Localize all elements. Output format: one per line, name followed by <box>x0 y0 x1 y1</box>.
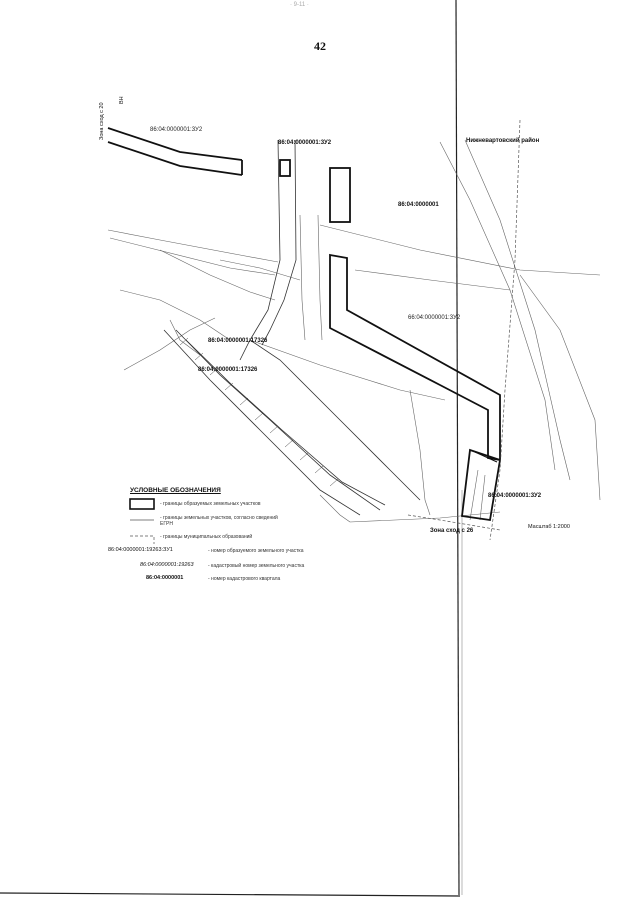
formed-parcels <box>107 127 502 522</box>
legend-code-cadastral: 86:04:0000001:19263 <box>140 562 194 568</box>
page-right-border <box>455 0 460 896</box>
parcel-se <box>461 448 502 522</box>
legend-title: УСЛОВНЫЕ ОБОЗНАЧЕНИЯ <box>130 487 221 494</box>
plot-label: 86:04:0000001:3У2 <box>150 127 203 133</box>
north-mark: ВН <box>119 96 125 104</box>
legend-item-formed: - границы образуемых земельных участков <box>160 501 261 507</box>
page-bottom-border <box>0 892 461 897</box>
parcel-nw <box>107 127 243 161</box>
legend-code-cadastral-text: - кадастровый номер земельного участка <box>208 563 305 569</box>
hatching <box>179 337 339 487</box>
parcel-rect <box>329 167 351 223</box>
plot-label: 86:04:0000001:17326 <box>208 338 268 344</box>
legend-code-quarter-text: - номер кадастрового квартала <box>208 576 281 582</box>
plot-label: 86:04:0000001:17326 <box>198 367 258 373</box>
plot-label: 66:04:0000001:3У2 <box>408 315 461 321</box>
road-corridor <box>163 139 421 516</box>
page-number: 42 <box>314 39 326 53</box>
legend-item-municipal: - границы муниципальных образований <box>160 534 253 540</box>
municipal-boundary <box>407 119 521 541</box>
district-label: Нижневартовский район <box>466 138 540 144</box>
legend-item-egrn: - границы земельных участков, согласно с… <box>160 515 278 527</box>
parcel-l-shape <box>329 253 501 462</box>
top-mark: · 9-11 · <box>290 2 309 8</box>
quarter-label: 86:04:0000001 <box>398 202 439 208</box>
parcel-nw-lower <box>107 141 243 176</box>
scale-label: Масштаб 1:2000 <box>528 524 570 530</box>
parcel-small <box>279 159 291 177</box>
legend-code-parcel-new-text: - номер образуемого земельного участка <box>208 548 304 554</box>
plot-label: 86:04:0000001:3У2 <box>488 493 542 499</box>
legend-symbols <box>129 498 155 544</box>
zone-20-label: Зона сход с 20 <box>99 102 105 140</box>
legend-code-parcel-new: 86:04:0000001:19263:ЗУ1 <box>108 547 173 553</box>
legend-code-quarter: 86:04:0000001 <box>146 575 184 581</box>
legend-symbol-formed <box>129 498 155 510</box>
egrn-boundaries <box>107 139 601 523</box>
legend-symbol-municipal <box>130 535 155 544</box>
plot-label: 86:04:0000001:3У2 <box>278 140 332 146</box>
zone-26-label: Зона сход с 26 <box>430 528 474 534</box>
